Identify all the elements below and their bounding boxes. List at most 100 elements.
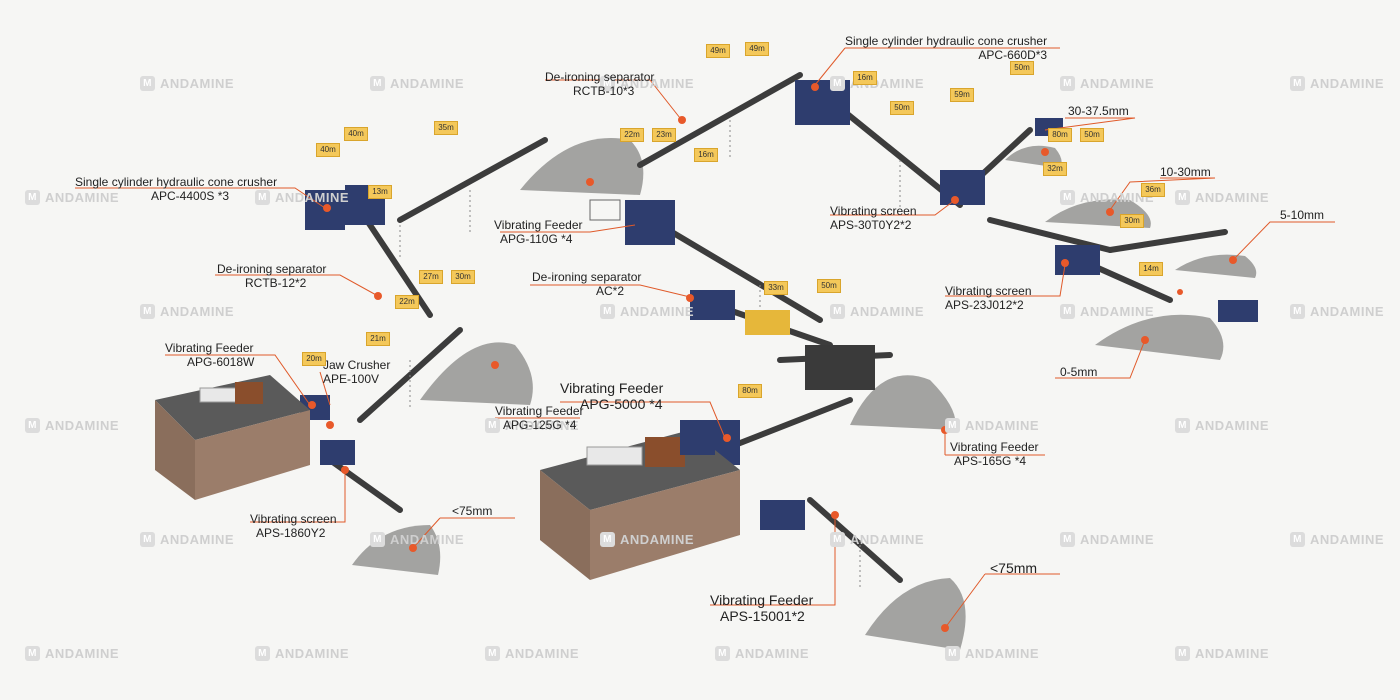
- callout-screen-left: Vibrating screen APS-1860Y2: [250, 512, 337, 540]
- watermark-mark-icon: M: [600, 532, 615, 547]
- callout-model: APG-110G *4: [500, 232, 573, 246]
- watermark-mark-icon: M: [1175, 418, 1190, 433]
- size-label-10-30: 10-30mm: [1160, 165, 1211, 179]
- watermark-text: ANDAMINE: [160, 76, 235, 91]
- callout-title: De-ironing separator: [217, 262, 327, 276]
- height-tag: 14m: [1139, 262, 1163, 276]
- callout-model: APG-6018W: [187, 355, 255, 369]
- height-tag: 80m: [1048, 128, 1072, 142]
- watermark-text: ANDAMINE: [850, 532, 925, 547]
- height-tag: 49m: [706, 44, 730, 58]
- watermark-mark-icon: M: [140, 76, 155, 91]
- watermark-mark-icon: M: [1290, 76, 1305, 91]
- callout-model: APS-15001*2: [720, 608, 805, 624]
- watermark-text: ANDAMINE: [965, 418, 1040, 433]
- callout-model: APC-660D*3: [978, 48, 1048, 62]
- watermark-text: ANDAMINE: [1310, 304, 1385, 319]
- watermark-mark-icon: M: [830, 76, 845, 91]
- height-tag: 20m: [302, 352, 326, 366]
- watermark-text: ANDAMINE: [390, 532, 465, 547]
- watermark-logo: M ANDAMINE: [1060, 76, 1154, 91]
- callout-markers: [308, 83, 1237, 632]
- callout-jaw-crusher: Jaw Crusher APE-100V: [323, 358, 390, 386]
- callout-deiron-center: De-ironing separator AC*2: [532, 270, 641, 298]
- watermark-text: ANDAMINE: [850, 304, 925, 319]
- watermark-logo: M ANDAMINE: [715, 646, 809, 661]
- watermark-mark-icon: M: [255, 646, 270, 661]
- height-tag: 50m: [817, 279, 841, 293]
- callout-cone-crusher-top: Single cylinder hydraulic cone crusher A…: [845, 34, 1047, 62]
- watermark-mark-icon: M: [830, 304, 845, 319]
- callout-title: De-ironing separator: [532, 270, 642, 284]
- watermark-text: ANDAMINE: [1195, 190, 1270, 205]
- callout-deiron-left: De-ironing separator RCTB-12*2: [217, 262, 326, 290]
- callout-title: Single cylinder hydraulic cone crusher: [75, 175, 278, 189]
- callout-model: RCTB-10*3: [573, 84, 635, 98]
- size-label-lt75-left: <75mm: [452, 504, 493, 518]
- watermark-mark-icon: M: [485, 418, 500, 433]
- height-tag: 50m: [1080, 128, 1104, 142]
- size-label-5-10: 5-10mm: [1280, 208, 1325, 222]
- vehicles: [199, 118, 1258, 467]
- size-label-lt75-right: <75mm: [990, 560, 1038, 576]
- watermark-mark-icon: M: [600, 76, 615, 91]
- watermark-text: ANDAMINE: [735, 646, 810, 661]
- watermark-text: ANDAMINE: [1080, 304, 1155, 319]
- callout-feeder-mid: Vibrating Feeder APG-125G *4: [495, 404, 584, 432]
- height-tag: 16m: [853, 71, 877, 85]
- callout-title: Jaw Crusher: [323, 358, 391, 372]
- callout-title: Vibrating screen: [830, 204, 917, 218]
- machines: [300, 80, 1100, 530]
- callout-title: Vibrating Feeder: [165, 341, 254, 355]
- callout-feeder-center: Vibrating Feeder APG-110G *4: [494, 218, 583, 246]
- callout-model: AC*2: [596, 284, 625, 298]
- watermark-text: ANDAMINE: [390, 76, 465, 91]
- watermark-text: ANDAMINE: [1195, 418, 1270, 433]
- watermark-mark-icon: M: [140, 532, 155, 547]
- size-label-0-5: 0-5mm: [1060, 365, 1098, 379]
- callout-title: De-ironing separator: [545, 70, 655, 84]
- callout-model: APG-5000 *4: [580, 396, 663, 412]
- callout-model: APC-4400S *3: [151, 189, 230, 203]
- watermark-text: ANDAMINE: [160, 304, 235, 319]
- height-tag: 59m: [950, 88, 974, 102]
- watermark-mark-icon: M: [140, 304, 155, 319]
- watermark-mark-icon: M: [485, 646, 500, 661]
- watermark-mark-icon: M: [945, 418, 960, 433]
- callout-feeder-lower: Vibrating Feeder APG-5000 *4: [560, 380, 663, 412]
- watermark-text: ANDAMINE: [1080, 532, 1155, 547]
- height-tag: 50m: [890, 101, 914, 115]
- height-tag: 23m: [652, 128, 676, 142]
- watermark-mark-icon: M: [25, 418, 40, 433]
- height-tag: 35m: [434, 121, 458, 135]
- height-tag: 36m: [1141, 183, 1165, 197]
- callout-title: Vibrating Feeder: [494, 218, 583, 232]
- height-tag: 27m: [419, 270, 443, 284]
- callout-title: Vibrating Feeder: [495, 404, 584, 418]
- watermark-mark-icon: M: [1060, 76, 1075, 91]
- watermark-mark-icon: M: [715, 646, 730, 661]
- watermark-text: ANDAMINE: [1080, 76, 1155, 91]
- height-tag: 13m: [368, 185, 392, 199]
- height-tag: 22m: [620, 128, 644, 142]
- watermark-mark-icon: M: [370, 532, 385, 547]
- watermark-logo: M ANDAMINE: [1060, 532, 1154, 547]
- watermark-mark-icon: M: [1060, 532, 1075, 547]
- height-tag: 33m: [764, 281, 788, 295]
- watermark-text: ANDAMINE: [275, 190, 350, 205]
- callout-title: Vibrating Feeder: [710, 592, 814, 608]
- size-label-30-37: 30-37.5mm: [1068, 104, 1129, 118]
